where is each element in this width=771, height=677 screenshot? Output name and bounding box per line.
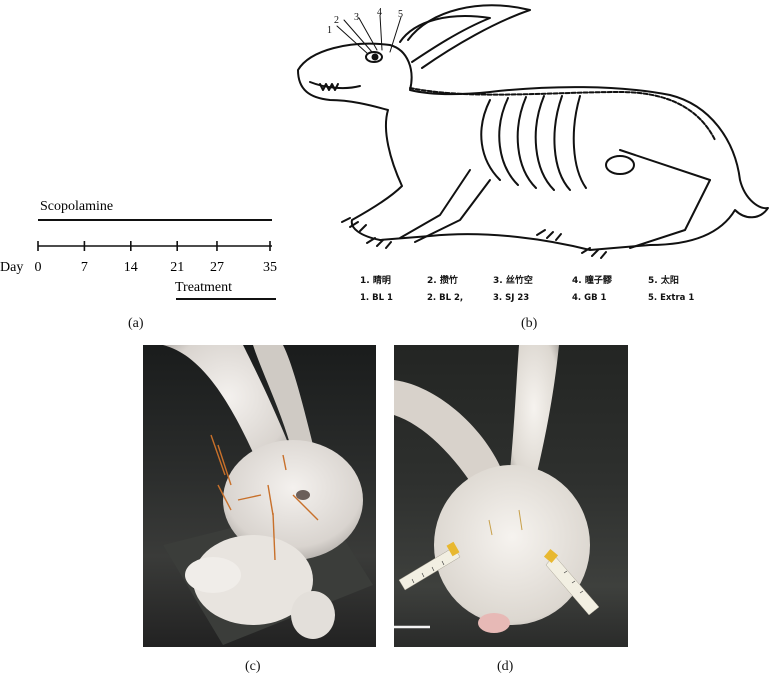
legend-code-5: 5. Extra 1: [648, 293, 695, 303]
legend-zh-4: 4. 瞳子髎: [572, 276, 612, 286]
panel-d-label: (d): [497, 659, 514, 674]
legend-code-4: 4. GB 1: [572, 293, 607, 303]
legend-code-2: 2. BL 2,: [427, 293, 464, 303]
rabbit-skeleton-illustration: 1 2 3 4 5: [290, 0, 771, 270]
panel-a-label: (a): [128, 316, 144, 331]
day-ticks: [37, 241, 271, 251]
day-tick-labels: 0 7 14 21 27 35: [35, 260, 278, 275]
photo-c-scene: [163, 345, 373, 645]
legend-zh-1: 1. 睛明: [360, 276, 391, 286]
legend-zh-3: 3. 丝竹空: [493, 276, 533, 286]
scopolamine-label: Scopolamine: [40, 199, 113, 214]
legend-zh-2: 2. 攒竹: [427, 276, 458, 286]
legend-code-1: 1. BL 1: [360, 293, 393, 303]
day-tick-label-21: 21: [170, 260, 184, 275]
photo-d-scene: [394, 345, 600, 633]
acupoint-legend: 1. 睛明 2. 攒竹 3. 丝竹空 4. 瞳子髎 5. 太阳 1. BL 1 …: [360, 273, 770, 313]
acupoint-marker-2: 2: [334, 15, 339, 26]
legend-code-3: 3. SJ 23: [493, 293, 530, 303]
day-tick-label-14: 14: [124, 260, 138, 275]
photo-rabbit-acupuncture: [143, 345, 376, 647]
acupoint-marker-4: 4: [377, 7, 382, 18]
day-tick-label-35: 35: [263, 260, 277, 275]
panel-b-label: (b): [521, 316, 538, 331]
day-tick-label-27: 27: [210, 260, 224, 275]
panel-c-label: (c): [245, 659, 261, 674]
rabbit-drawing: 1 2 3 4 5: [297, 4, 769, 259]
acupoint-marker-1: 1: [327, 25, 332, 36]
treatment-label: Treatment: [175, 280, 232, 295]
timeline-diagram: Scopolamine Day 0 7 14 21 27 35 Treatment: [0, 199, 278, 300]
day-axis-prefix: Day: [0, 260, 23, 275]
acupoint-marker-5: 5: [398, 9, 403, 20]
day-tick-label-0: 0: [35, 260, 42, 275]
photo-rabbit-tape: [394, 345, 628, 647]
day-tick-label-7: 7: [81, 260, 88, 275]
timeline-panel: Scopolamine Day 0 7 14 21 27 35 Treatment: [0, 190, 300, 310]
legend-zh-5: 5. 太阳: [648, 276, 679, 286]
acupoint-marker-3: 3: [354, 12, 359, 23]
